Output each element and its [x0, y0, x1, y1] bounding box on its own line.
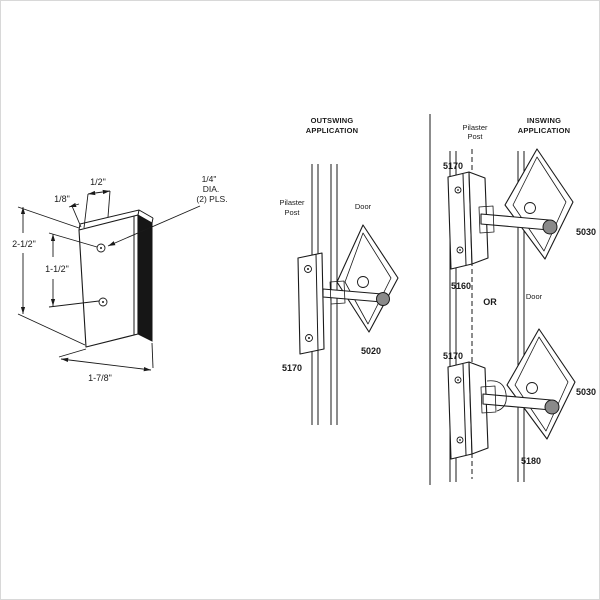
- outswing-pilaster-label-line2: Post: [284, 208, 300, 217]
- inswing-top-part-5030-label: 5030: [576, 227, 596, 237]
- dimensioned-part-view: 2-1/2" 1-1/2" 1/2" 1/8" 1/4" DIA.: [12, 174, 227, 383]
- dim-top-offset-label: 1/2": [90, 177, 106, 187]
- dim-top-offset: 1/2": [83, 177, 111, 229]
- inswing-top-part-5170-label: 5170: [443, 161, 463, 171]
- inswing-door-label: Door: [526, 292, 543, 301]
- inswing-pilaster-label-line1: Pilaster: [462, 123, 488, 132]
- hole-note-line1: 1/4": [202, 174, 217, 184]
- dim-hole-spacing: 1-1/2": [45, 232, 100, 308]
- inswing-bottom-bolt-knob: [544, 399, 560, 415]
- dim-edge-offset-label: 1/8": [54, 194, 70, 204]
- inswing-part-5160-label: 5160: [451, 281, 471, 291]
- outswing-keeper-plate: [297, 252, 325, 355]
- outswing-pilaster-label-line1: Pilaster: [279, 198, 305, 207]
- dim-width-label: 1-7/8": [88, 373, 112, 383]
- inswing-bottom-part-5030-label: 5030: [576, 387, 596, 397]
- hole-note-line2: DIA.: [203, 184, 220, 194]
- inswing-application-view: INSWING APPLICATION Pilaster Post 5170 5…: [443, 116, 596, 482]
- outswing-latch-assembly: [322, 224, 399, 333]
- dim-hole-spacing-label: 1-1/2": [45, 264, 69, 274]
- outswing-header-line2: APPLICATION: [306, 126, 358, 135]
- hook-keeper-outline: [486, 380, 507, 412]
- latch-plate-isometric: [78, 209, 154, 348]
- inswing-top-bolt-knob: [542, 219, 558, 235]
- outswing-application-view: OUTSWING APPLICATION Pilaster Post Door: [279, 116, 399, 425]
- inswing-header-line2: APPLICATION: [518, 126, 570, 135]
- dim-width: 1-7/8": [58, 342, 154, 383]
- outswing-part-5020-label: 5020: [361, 346, 381, 356]
- inswing-header-line1: INSWING: [527, 116, 561, 125]
- inswing-bottom-assembly: [447, 328, 576, 460]
- outswing-header-line1: OUTSWING: [311, 116, 354, 125]
- inswing-top-assembly: [447, 148, 574, 270]
- inswing-part-5180-label: 5180: [521, 456, 541, 466]
- outswing-bolt-knob: [376, 292, 390, 306]
- hole-diameter-note: 1/4" DIA. (2) PLS.: [107, 174, 228, 247]
- outswing-door-label: Door: [355, 202, 372, 211]
- dim-height: 2-1/2": [12, 206, 86, 346]
- hole-note-line3: (2) PLS.: [196, 194, 227, 204]
- dim-edge-offset: 1/8": [54, 194, 82, 228]
- outswing-part-5170-label: 5170: [282, 363, 302, 373]
- inswing-pilaster-label-line2: Post: [467, 132, 483, 141]
- inswing-or-label: OR: [483, 297, 497, 307]
- dim-height-label: 2-1/2": [12, 239, 36, 249]
- inswing-bottom-part-5170-label: 5170: [443, 351, 463, 361]
